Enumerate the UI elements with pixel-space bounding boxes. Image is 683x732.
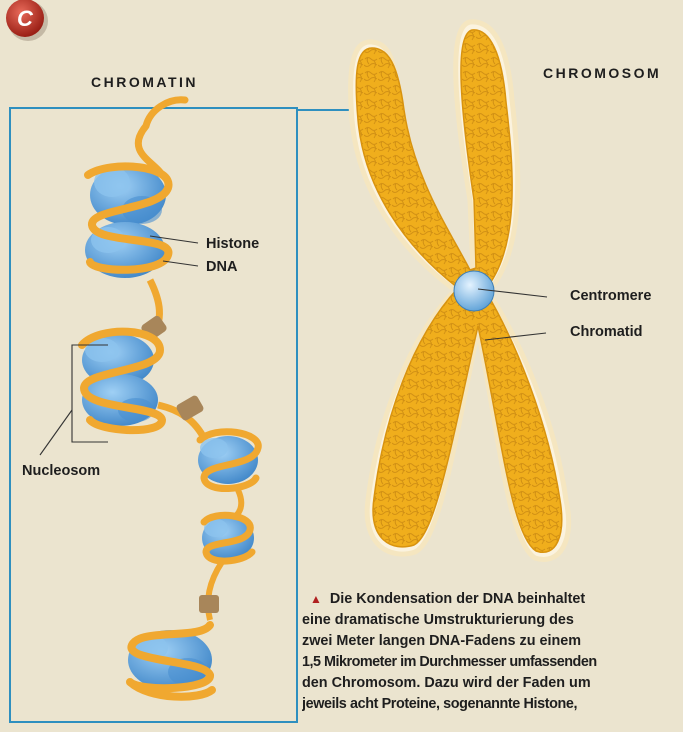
- chromosome: [351, 22, 569, 560]
- caption-line-2: eine dramatische Umstrukturierung des: [302, 610, 683, 631]
- chromatid-label: Chromatid: [570, 324, 643, 340]
- nucleosome-3: [198, 432, 258, 489]
- caption-marker-icon: ▲: [310, 592, 322, 606]
- caption-line-1: ▲Die Kondensation der DNA beinhaltet: [302, 589, 683, 610]
- nucleosome-5: [128, 625, 212, 697]
- nucleosome-pointer: [40, 410, 72, 455]
- figure-caption: ▲Die Kondensation der DNA beinhaltet ein…: [302, 589, 683, 715]
- nucleosome-4: [202, 515, 254, 561]
- nucleosome-label: Nucleosom: [22, 463, 100, 479]
- caption-line-5: den Chromosom. Dazu wird der Faden um: [302, 673, 683, 694]
- caption-line-6: jeweils acht Proteine, sogenannte Histon…: [302, 694, 683, 715]
- chromatin-fiber: [82, 100, 258, 697]
- chromatin-title: CHROMATIN: [91, 74, 198, 90]
- histone-label: Histone: [206, 236, 259, 252]
- nucleosome-2: [82, 332, 162, 431]
- centromere-sphere: [454, 271, 494, 311]
- dna-pointer: [163, 261, 198, 266]
- centromere-label: Centromere: [570, 288, 651, 304]
- caption-line-3: zwei Meter langen DNA-Fadens zu einem: [302, 631, 683, 652]
- caption-line-4: 1,5 Mikrometer im Durchmesser umfassende…: [302, 652, 683, 673]
- section-badge-letter: C: [10, 4, 40, 34]
- dna-label: DNA: [206, 259, 237, 275]
- nucleosome-1: [85, 165, 169, 278]
- chromosome-title: CHROMOSOM: [543, 65, 661, 81]
